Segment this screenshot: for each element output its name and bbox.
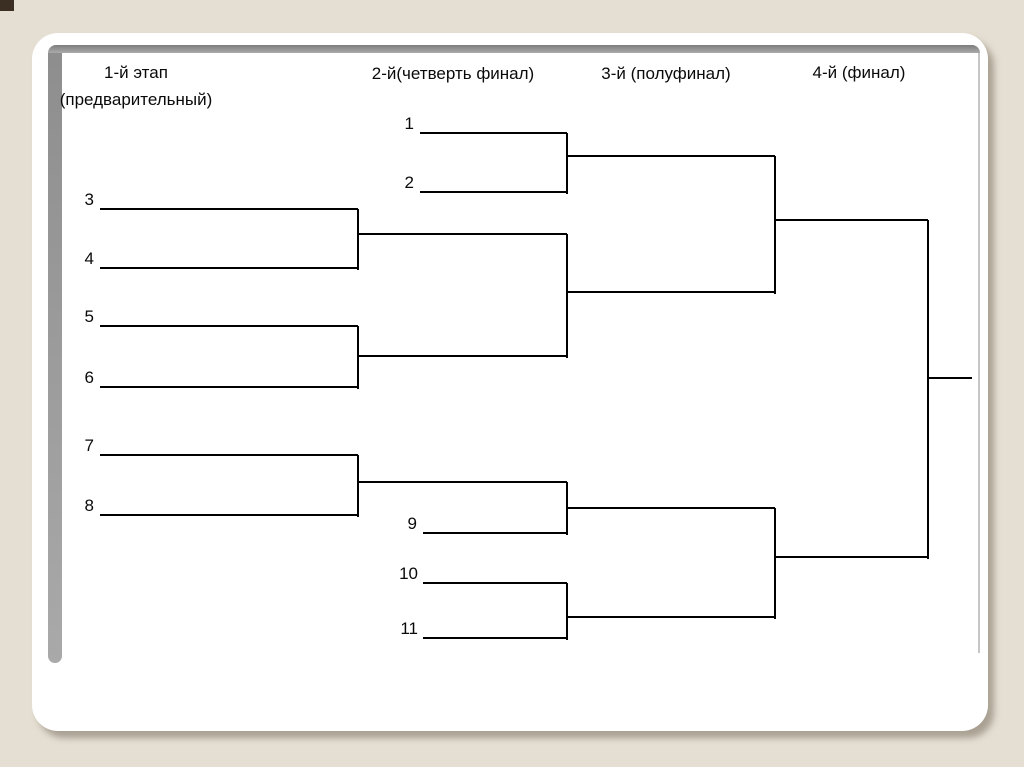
entrant-2-label: 2: [404, 173, 414, 192]
corner-accent-square: [0, 0, 14, 11]
entrant-11-label: 11: [400, 619, 418, 638]
entrant-1-line: [420, 132, 567, 134]
entrant-7-line: [100, 454, 358, 456]
entrant-8-label: 8: [84, 496, 94, 515]
entrant-3-label: 3: [84, 190, 94, 209]
sf-bottom-connector: [774, 508, 776, 619]
entrant-4-line: [100, 267, 358, 269]
stage-header-1-line-1: 1-й этап: [104, 63, 168, 82]
entrant-4-label: 4: [84, 249, 94, 268]
entrant-7-label: 7: [84, 436, 94, 455]
winner-qf-34v56-line: [567, 291, 775, 293]
final-connector: [927, 220, 929, 559]
stage-header-1-line-2: (предварительный): [59, 90, 213, 109]
stage-header-2: 2-й(четверть финал): [293, 60, 613, 87]
winner-sf-bottom-line: [775, 556, 928, 558]
stage-header-4: 4-й (финал): [699, 59, 1019, 86]
stage-header-3: 3-й (полуфинал): [506, 60, 826, 87]
stage-header-1: 1-й этап (предварительный): [0, 59, 296, 113]
stage-header-4-line-1: 4-й (финал): [812, 63, 906, 82]
entrant-6-line: [100, 386, 358, 388]
winner-10v11-line: [567, 616, 775, 618]
panel-left-edge: [48, 53, 62, 663]
entrant-8-line: [100, 514, 358, 516]
entrant-10-line: [423, 582, 567, 584]
match-5v6-connector: [357, 326, 359, 389]
winner-1v2-line: [567, 155, 775, 157]
entrant-9-label: 9: [407, 514, 417, 533]
qf-34v56-connector: [566, 234, 568, 358]
sf-top-connector: [774, 156, 776, 294]
panel-right-edge: [978, 53, 980, 653]
match-7v8-connector: [357, 455, 359, 517]
entrant-3-line: [100, 208, 358, 210]
slide-card: [32, 33, 988, 731]
winner-3v4-line: [358, 233, 567, 235]
stage-header-2-line-1: 2-й(четверть финал): [371, 64, 535, 83]
entrant-9-line: [423, 532, 567, 534]
panel-top-edge: [48, 45, 980, 53]
entrant-10-label: 10: [399, 564, 418, 583]
winner-qf-78v9-line: [567, 507, 775, 509]
stage-header-3-line-1: 3-й (полуфинал): [601, 64, 731, 83]
entrant-6-label: 6: [84, 368, 94, 387]
match-10v11-connector: [566, 583, 568, 640]
winner-5v6-line: [358, 355, 567, 357]
entrant-2-line: [420, 191, 567, 193]
winner-sf-top-line: [775, 219, 928, 221]
entrant-11-line: [423, 637, 567, 639]
entrant-5-line: [100, 325, 358, 327]
match-1v2-connector: [566, 133, 568, 194]
winner-7v8-line: [358, 481, 567, 483]
entrant-5-label: 5: [84, 307, 94, 326]
champion-line: [928, 377, 972, 379]
match-3v4-connector: [357, 209, 359, 270]
entrant-1-label: 1: [404, 114, 414, 133]
